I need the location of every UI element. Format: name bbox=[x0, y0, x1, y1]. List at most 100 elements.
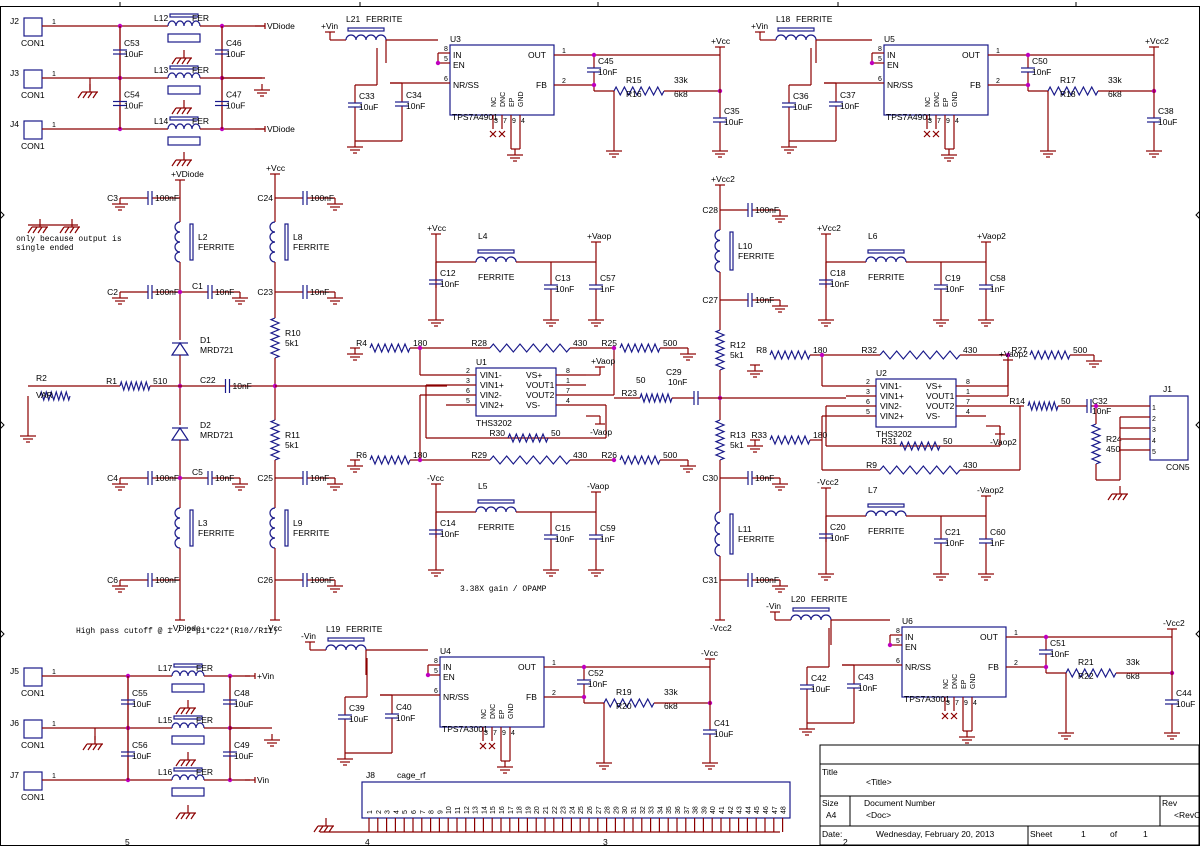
pin-en: EN bbox=[443, 672, 455, 682]
inductor-coil bbox=[714, 229, 721, 273]
inductor-coil bbox=[714, 511, 721, 557]
junction-dot bbox=[591, 82, 597, 88]
ferrite-ref: L18 bbox=[776, 14, 790, 24]
res-ref: R22 bbox=[1078, 671, 1094, 681]
photodiode-d2 bbox=[170, 426, 190, 441]
pin-num: 4 bbox=[511, 730, 515, 737]
chassis-hatch bbox=[323, 825, 329, 833]
net-label: +Vcc2 bbox=[1145, 36, 1169, 46]
cap-value: 10nF bbox=[1032, 67, 1051, 77]
net-label: -Vin bbox=[301, 631, 316, 641]
nc-x bbox=[489, 130, 497, 138]
inductor-value: FERRITE bbox=[478, 522, 515, 532]
ground-symbol bbox=[941, 149, 957, 162]
pin-num: 1 bbox=[1014, 630, 1018, 637]
chassis-ground-symbol bbox=[175, 700, 196, 715]
pin-num: 1 bbox=[552, 660, 556, 667]
cap-ref: C32 bbox=[1092, 396, 1108, 406]
junction-dot bbox=[611, 457, 617, 463]
pin-out: OUT bbox=[980, 632, 998, 642]
regulator-part: TPS7A4901 bbox=[452, 112, 498, 122]
opamp-pin-label: VIN2- bbox=[480, 390, 502, 400]
of-label: of bbox=[1110, 829, 1118, 839]
connector-pin: 34 bbox=[657, 806, 664, 814]
inductor-coil bbox=[167, 72, 201, 79]
opamp-part: THS3202 bbox=[876, 429, 912, 439]
inductor-coil bbox=[865, 510, 907, 517]
chassis-ground-symbol bbox=[1107, 486, 1128, 501]
connector-pin: 4 bbox=[393, 810, 400, 814]
connector-pin: 35 bbox=[666, 806, 673, 814]
resistor-value: 180 bbox=[413, 338, 427, 348]
ground-symbol bbox=[747, 365, 763, 378]
border-arrow bbox=[1195, 420, 1200, 430]
resistor-body bbox=[619, 342, 661, 354]
cap-ref: C30 bbox=[702, 473, 718, 483]
cap-value: 100nF bbox=[310, 193, 334, 203]
chassis-hatch bbox=[97, 743, 103, 751]
cap-ref: C29 bbox=[666, 367, 682, 377]
net-label: +Vcc bbox=[711, 36, 731, 46]
pin-num: 2 bbox=[1014, 660, 1018, 667]
pin-fb: FB bbox=[988, 662, 999, 672]
connector-ref: J6 bbox=[10, 718, 19, 728]
choke-ref: L16 bbox=[158, 767, 172, 777]
resistor-ref: R14 bbox=[1009, 396, 1025, 406]
opamp-pin-label: VS+ bbox=[526, 370, 542, 380]
chassis-hatch bbox=[1107, 493, 1113, 501]
resistor-body bbox=[269, 419, 281, 461]
chassis-hatch bbox=[74, 226, 80, 234]
cap-ref: C21 bbox=[945, 527, 961, 537]
chassis-hatch bbox=[77, 91, 83, 99]
inductor-value: FERRITE bbox=[868, 526, 905, 536]
cap-ref: C27 bbox=[702, 295, 718, 305]
junction-dot bbox=[1005, 352, 1011, 358]
pin-gnd: GND bbox=[952, 91, 959, 107]
cap-ref: C3 bbox=[107, 193, 118, 203]
cap-value: 100nF bbox=[310, 575, 334, 585]
border-zone-label: 2 bbox=[843, 837, 848, 846]
pin-ep: EP bbox=[499, 709, 506, 719]
cap-value: 10uF bbox=[811, 684, 830, 694]
sheet-label: Sheet bbox=[1030, 829, 1053, 839]
inductor-coil bbox=[269, 221, 276, 263]
connector-pin: 28 bbox=[605, 806, 612, 814]
junction-dot bbox=[1043, 664, 1049, 670]
nc-x bbox=[923, 130, 931, 138]
cap-value: 1nF bbox=[600, 534, 615, 544]
cap-value: 10nF bbox=[440, 529, 459, 539]
res-value: 6k8 bbox=[674, 89, 688, 99]
ground-symbol bbox=[347, 460, 363, 473]
cap-ref: C18 bbox=[830, 268, 846, 278]
connector-ref: J3 bbox=[10, 68, 19, 78]
ground-symbol bbox=[112, 292, 128, 305]
chassis-hatch bbox=[313, 825, 319, 833]
opamp-part: THS3202 bbox=[476, 418, 512, 428]
resistor-body bbox=[714, 419, 726, 461]
ground-symbol bbox=[112, 580, 128, 593]
ferrite-bar bbox=[477, 499, 515, 504]
cap-ref: C4 bbox=[107, 473, 118, 483]
resistor-ref: R32 bbox=[861, 345, 877, 355]
pin-dnc: DNC bbox=[490, 704, 497, 719]
ground-symbol bbox=[20, 430, 36, 443]
inductor-coil bbox=[171, 774, 205, 781]
ferrite-ref: L21 bbox=[346, 14, 360, 24]
border-arrow bbox=[0, 420, 5, 430]
res-ref: R20 bbox=[616, 701, 632, 711]
cap-value: 10nF bbox=[555, 284, 574, 294]
junction-dot bbox=[417, 345, 423, 351]
pin-num: 6 bbox=[466, 388, 470, 395]
regulator-ref: U6 bbox=[902, 616, 913, 626]
junction-dot bbox=[435, 60, 441, 66]
cap-value: 10uF bbox=[124, 49, 143, 59]
ferrite-bar bbox=[173, 715, 203, 720]
pin-num: 3 bbox=[866, 389, 870, 396]
resistor-body bbox=[613, 85, 665, 97]
pin-num: 4 bbox=[955, 118, 959, 125]
net-label: -Vcc2 bbox=[710, 623, 732, 633]
pin-fb: FB bbox=[536, 80, 547, 90]
size-value: A4 bbox=[826, 810, 837, 820]
